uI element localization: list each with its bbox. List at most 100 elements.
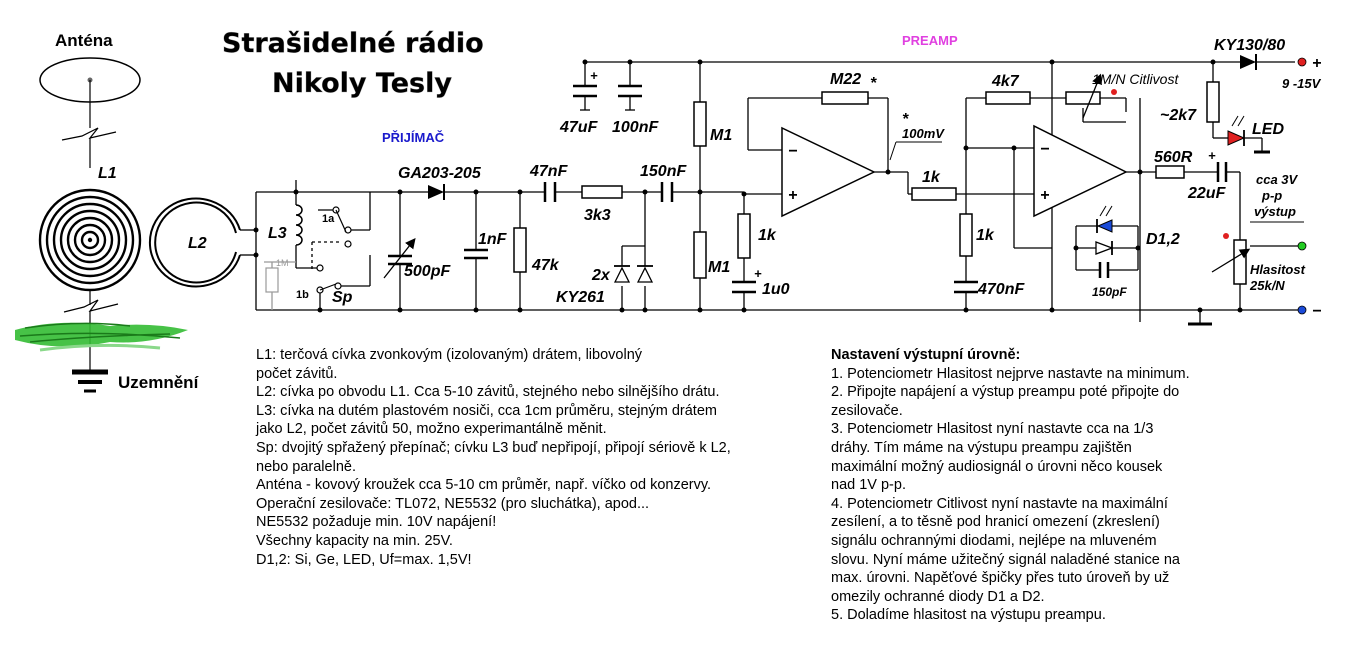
notes-right: Nastavení výstupní úrovně: 1. Potenciome…: [831, 346, 1190, 625]
output-level-line2: p-p: [1261, 188, 1282, 203]
varicap-label: KY261: [556, 289, 605, 306]
section-preamp-label: PREAMP: [902, 33, 958, 48]
cap-1u0-plus: +: [754, 266, 762, 281]
note-line: slovu. Nyní máme užitečný signál naladěn…: [831, 551, 1180, 568]
resistor-47k-label: 47k: [531, 257, 560, 274]
pot-hlasitost-label1: Hlasitost: [1250, 262, 1306, 277]
schematic-wires: [240, 61, 1300, 324]
resistor-1k-input-label: 1k: [922, 169, 941, 186]
l2-coil: [148, 197, 241, 288]
note-line: Operační zesilovače: TL072, NE5532 (pro …: [256, 495, 650, 512]
switch-sp: [316, 206, 352, 294]
diode-d2: [1095, 241, 1114, 255]
cap-22uf-plus: +: [1208, 148, 1216, 163]
ground-label: Uzemnění: [118, 373, 200, 392]
note-line: L2: cívka po obvodu L1. Cca 5-10 závitů,…: [256, 384, 720, 401]
output-level-line1: cca 3V: [1256, 172, 1299, 187]
switch-sp-label: Sp: [332, 289, 353, 306]
l2-label: L2: [188, 235, 207, 252]
antenna-label: Anténa: [55, 31, 113, 50]
output-level-line3: výstup: [1254, 204, 1296, 219]
pot-citlivost-label: 1M/N Citlivost: [1092, 71, 1179, 87]
antenna-break-mark: [61, 127, 117, 141]
capacitor-150nf: [660, 182, 674, 202]
cap-470nf-label: 470nF: [977, 281, 1025, 298]
varicap-diodes: [613, 265, 654, 283]
resistor-m22-label: M22: [830, 71, 861, 88]
resistor-1k-gnd-label: 1k: [976, 227, 995, 244]
resistor-m1-top-label: M1: [710, 127, 732, 144]
note-line: Sp: dvojitý spřažený přepínač; cívku L3 …: [256, 439, 731, 456]
note-line: omezily ochranné diody D1 a D2.: [831, 588, 1045, 605]
note-line: max. úrovni. Napěťové špičky přes tuto ú…: [831, 570, 1170, 587]
switch-1b-label: 1b: [296, 289, 309, 301]
note-line: zesilovače.: [831, 402, 903, 419]
l3-label: L3: [268, 225, 287, 242]
cap-500pf-label: 500pF: [404, 263, 451, 280]
diode-ga203-label: GA203-205: [398, 165, 482, 182]
opamp-1: [781, 126, 876, 218]
cap-47uf-label: 47uF: [559, 119, 599, 136]
capacitor-47uf: [573, 84, 597, 98]
variable-capacitor-500pf: [388, 254, 412, 266]
diode-ky130-label: KY130/80: [1214, 37, 1285, 54]
note-line: 1. Potenciometr Hlasitost nejprve nastav…: [831, 365, 1190, 382]
cap-1u0-label: 1u0: [762, 281, 790, 298]
cap-150nf-label: 150nF: [640, 163, 687, 180]
resistor-1k-gnd: [959, 213, 973, 257]
ground-terminal[interactable]: [1297, 305, 1307, 315]
note-line: 5. Doladíme hlasitost na výstupu preampu…: [831, 607, 1106, 624]
supply-voltage-label: 9 -15V: [1282, 76, 1322, 91]
antenna-assembly: Anténa L1 Uzemnění: [15, 31, 200, 393]
resistor-1k-divider: [737, 213, 751, 259]
capacitor-47nf: [543, 182, 557, 202]
switch-1a-label: 1a: [322, 213, 335, 225]
star-2: *: [902, 111, 909, 128]
resistor-1m-label: 1M: [276, 258, 289, 268]
diode-ga203: [428, 185, 444, 199]
title-line1: Strašidelné rádio: [222, 28, 484, 59]
notes-right-heading: Nastavení výstupní úrovně:: [831, 347, 1021, 363]
resistor-m1-bottom-label: M1: [708, 259, 730, 276]
note-line: dráhy. Tím máme na výstupu preampu zajiš…: [831, 439, 1132, 456]
note-line: Všechny kapacity na min. 25V.: [256, 532, 453, 549]
pot-citlivost: [1065, 91, 1101, 105]
cap-150pf-label: 150pF: [1092, 285, 1127, 299]
note-line: D1,2: Si, Ge, LED, Uf=max. 1,5V!: [256, 551, 472, 568]
star-1: *: [870, 75, 877, 92]
cap-47nf-label: 47nF: [529, 163, 569, 180]
resistor-560r: [1155, 165, 1185, 179]
cap-22uf-label: 22uF: [1187, 185, 1227, 202]
notes-left: L1: terčová cívka zvonkovým (izolovaným)…: [256, 346, 731, 569]
l1-label: L1: [98, 165, 117, 182]
note-line: maximální možný audiosignál o úrovni něc…: [831, 458, 1163, 475]
title-line2: Nikoly Tesly: [272, 68, 452, 99]
opamp-2: [1033, 124, 1128, 218]
note-line: počet závitů.: [256, 365, 338, 382]
resistor-m1-top: [693, 101, 707, 147]
varicap-count-label: 2x: [591, 267, 611, 284]
note-line: nebo paralelně.: [256, 458, 356, 475]
note-line: 3. Potenciometr Hlasitost nyní nastavte …: [831, 421, 1154, 438]
diode-d1-led: [1096, 205, 1113, 233]
supply-minus-label: −: [1312, 303, 1321, 320]
note-line: 2. Připojte napájení a výstup preampu po…: [831, 384, 1180, 401]
d12-label: D1,2: [1146, 231, 1180, 248]
resistor-1m: [265, 267, 279, 293]
supply-plus-terminal[interactable]: [1297, 57, 1307, 67]
resistor-m1-bottom: [693, 231, 707, 279]
supply-plus-label: +: [1312, 55, 1321, 72]
note-line: 4. Potenciometr Citlivost nyní nastavte …: [831, 495, 1168, 512]
ground-symbol: [72, 369, 108, 393]
resistor-3k3-label: 3k3: [584, 207, 611, 224]
output-terminal[interactable]: [1297, 241, 1307, 251]
pot-hlasitost-label2: 25k/N: [1249, 278, 1285, 293]
capacitor-1u0: [732, 280, 756, 294]
cap-1nf-label: 1nF: [478, 231, 508, 248]
pot-hlasitost-dot: [1223, 233, 1229, 239]
note-line: signálu ochrannými diodami, nejlépe na m…: [831, 532, 1157, 549]
note-line: L1: terčová cívka zvonkovým (izolovaným)…: [256, 347, 643, 363]
note-line: jako L2, počet závitů 50, možno experima…: [256, 421, 607, 438]
l1-spiral-coil: [38, 188, 142, 292]
